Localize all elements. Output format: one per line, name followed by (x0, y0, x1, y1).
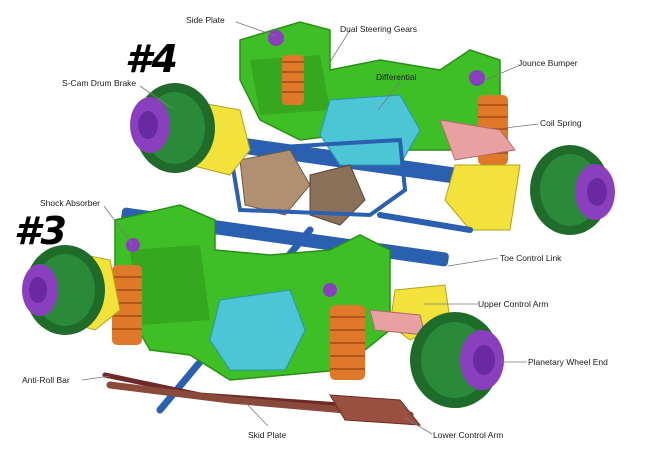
label-differential: Differential (376, 72, 417, 82)
axle-4-lower-arm-right (444, 164, 521, 231)
axle-3-coil-spring-left (112, 265, 142, 345)
axle-number-3: #3 (14, 209, 67, 253)
label-skid-plate: Skid Plate (248, 430, 287, 440)
leader-differential (377, 81, 401, 111)
axle-4-wheel-end-left (130, 83, 215, 173)
label-toe-control-link: Toe Control Link (500, 253, 562, 263)
axle-4-frame (239, 21, 501, 151)
axle-4-wheel-end-right (530, 145, 615, 235)
label-dual-steering-gears: Dual Steering Gears (340, 24, 417, 34)
label-upper-control-arm: Upper Control Arm (478, 299, 548, 309)
steering-gear-left (239, 149, 311, 216)
axle-4-jounce-bumper-right (469, 70, 485, 86)
axle-4-differential (319, 94, 421, 166)
label-lower-control-arm: Lower Control Arm (433, 430, 503, 440)
leader-coil-spring (504, 123, 539, 129)
axle-3-shock-top-right (323, 283, 337, 297)
axle-3-coil-spring-right (330, 305, 365, 380)
axle-4-housing (227, 137, 408, 218)
leader-anti-roll-bar (81, 375, 111, 381)
leader-jounce-bumper (484, 65, 519, 81)
axle-4-coil-spring-left (282, 55, 304, 105)
axle-4-upper-arm (439, 119, 516, 161)
axle-3-wheel-end-left (22, 245, 105, 335)
leader-lower-control-arm (404, 417, 433, 435)
axle-3-lower-control-arm (329, 394, 422, 426)
label-anti-roll-bar: Anti-Roll Bar (22, 375, 70, 385)
label-side-plate: Side Plate (186, 15, 225, 25)
label-shock-absorber: Shock Absorber (40, 198, 100, 208)
axle-3-frame-rail (130, 245, 210, 325)
axle-3-assembly (22, 204, 504, 426)
axle-3-differential (209, 289, 306, 371)
axle-number-4: #4 (125, 37, 178, 81)
leader-skid-plate (244, 401, 269, 427)
label-coil-spring: Coil Spring (540, 118, 582, 128)
axle-4-toe-link (377, 212, 473, 233)
axle-3-shock-top-left (126, 238, 140, 252)
label-jounce-bumper: Jounce Bumper (518, 58, 578, 68)
leader-lines (81, 21, 539, 435)
leader-toe-control-link (447, 257, 499, 267)
label-planetary-wheel-end: Planetary Wheel End (528, 357, 608, 367)
leader-s-cam-drum-brake (139, 85, 173, 109)
axle-4-jounce-bumper-left (268, 30, 284, 46)
axle-4-assembly (130, 21, 615, 235)
label-s-cam-drum-brake: S-Cam Drum Brake (62, 78, 136, 88)
leader-dual-steering-gears (329, 29, 351, 63)
leader-shock-absorber (103, 205, 133, 245)
axle-3-wheel-end-right (410, 312, 504, 408)
leader-side-plate (235, 21, 277, 37)
